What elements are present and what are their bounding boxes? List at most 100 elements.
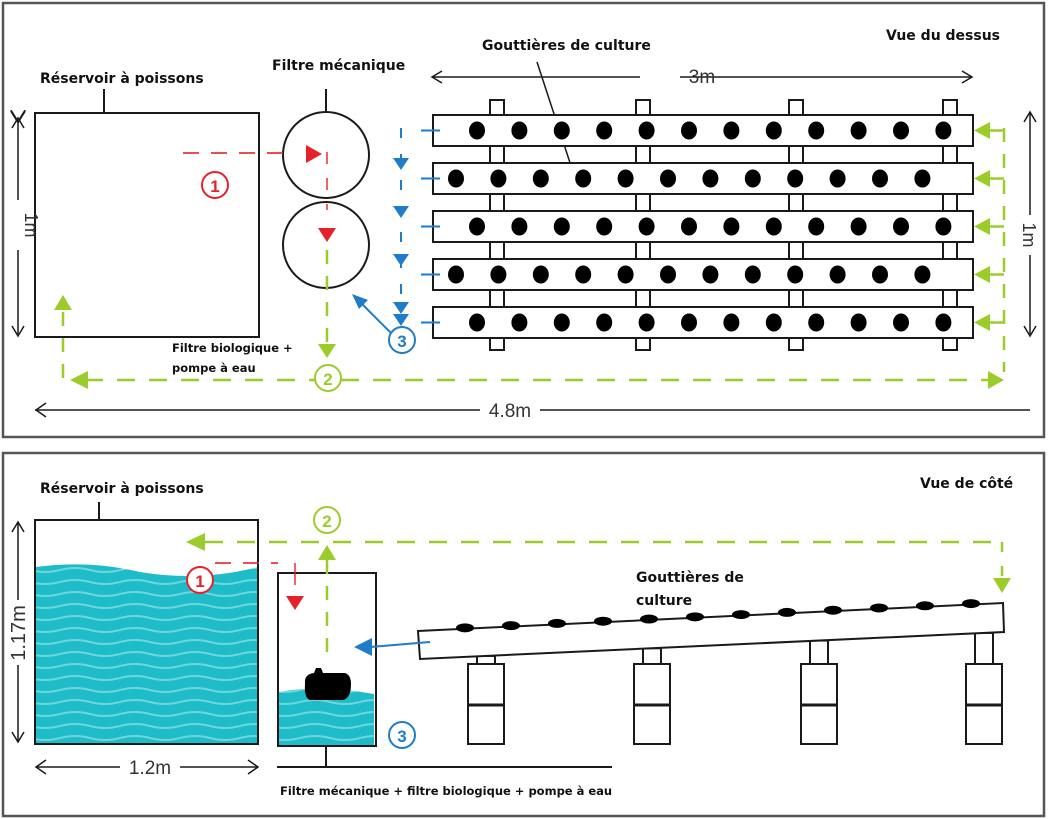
support-post [974, 631, 994, 666]
red-arrow-down-icon [286, 596, 304, 610]
side-blue-drain-line [369, 641, 431, 648]
green-arrow-left-icon [974, 170, 990, 187]
support-post [809, 639, 829, 666]
plant-hole [469, 217, 485, 236]
plant-hole [681, 121, 697, 140]
red-arrow-down-icon [318, 228, 336, 242]
plant-hole [681, 313, 697, 332]
top-view-title: Vue du dessus [886, 28, 1000, 44]
plant-hole [872, 169, 888, 188]
plant-hole [723, 217, 740, 236]
support-stand [633, 647, 671, 745]
gutter-row [421, 162, 1004, 195]
side-fish-tank-water [36, 564, 258, 744]
plant-hole [787, 169, 804, 188]
plant-hole [660, 265, 676, 284]
plant-hole [596, 217, 613, 236]
plant-hole [575, 265, 592, 284]
support-stand [965, 631, 1003, 745]
gutter-row [421, 306, 1004, 339]
plant-hole [456, 623, 474, 633]
side-filter-label: Filtre mécanique + filtre biologique + p… [280, 784, 612, 798]
plant-hole [660, 169, 676, 188]
side-dim-height-label: 1.17m [8, 605, 30, 661]
blue-arrow-left-icon [354, 638, 372, 656]
pump-icon [304, 668, 351, 700]
top-mech-filter-label: Filtre mécanique [272, 58, 405, 74]
plant-hole [744, 169, 761, 188]
plant-hole [553, 217, 570, 236]
side-dim-width-label: 1.2m [129, 758, 171, 779]
top-step-3-marker [388, 326, 416, 354]
plant-hole [553, 313, 570, 332]
gutter-row [421, 258, 1004, 291]
top-blue-arrows [393, 158, 409, 326]
top-step-2-label: 2 [323, 370, 332, 389]
plant-hole [448, 265, 464, 284]
dim-arrow-up-icon [11, 520, 25, 533]
green-arrow-left-icon [974, 122, 990, 139]
blue-arrow-down-icon [393, 158, 409, 170]
support-stand [467, 654, 505, 745]
plant-hole [511, 121, 528, 140]
gutter-row [421, 114, 1004, 147]
plant-hole [935, 121, 952, 140]
plant-hole [532, 265, 549, 284]
dim-arrow-up-icon [1023, 110, 1037, 123]
side-view-title: Vue de côté [920, 476, 1013, 492]
plant-hole [787, 265, 804, 284]
top-blue-leader [359, 301, 393, 335]
plant-hole [594, 616, 612, 626]
plant-hole [850, 313, 867, 332]
plant-hole [765, 121, 782, 140]
side-fish-tank-label: Réservoir à poissons [40, 481, 204, 497]
top-step-1-label: 1 [210, 177, 219, 196]
green-arrow-left-icon [974, 218, 990, 235]
top-fish-tank-label: Réservoir à poissons [40, 71, 204, 87]
plant-hole [829, 265, 846, 284]
plant-hole [808, 217, 825, 236]
plant-hole [829, 169, 846, 188]
top-dim-right-label: 1m [1019, 222, 1039, 247]
plant-hole [702, 169, 719, 188]
plant-hole [744, 265, 761, 284]
plant-hole [723, 313, 740, 332]
top-dim-left-label: 1m [21, 212, 41, 237]
plant-hole [502, 621, 520, 631]
plant-hole [914, 265, 931, 284]
top-bio-filter [282, 201, 370, 289]
dim-arrow-right-icon [961, 70, 974, 84]
top-dim-total-label: 4.8m [489, 401, 531, 422]
plant-hole [962, 599, 980, 609]
green-arrow-up-icon [318, 545, 336, 560]
plant-hole [681, 217, 697, 236]
side-step-3-marker [388, 721, 416, 749]
plant-hole [870, 603, 888, 613]
plant-hole [490, 265, 507, 284]
plant-hole [532, 169, 549, 188]
plant-hole [732, 610, 750, 620]
plant-hole [808, 121, 825, 140]
plant-hole [723, 121, 740, 140]
plant-hole [893, 313, 909, 332]
green-arrow-left-icon [70, 371, 88, 389]
top-step-3-label: 3 [397, 332, 406, 351]
plant-hole [686, 612, 704, 622]
plant-hole [935, 217, 952, 236]
side-gutters-label-1: Gouttières de [636, 570, 744, 586]
plant-hole [617, 265, 634, 284]
dim-arrow-left-icon [430, 70, 443, 84]
plant-hole [553, 121, 570, 140]
plant-hole [617, 169, 634, 188]
blue-arrow-down-icon [393, 314, 409, 326]
plant-hole [448, 169, 464, 188]
dim-arrow-down-icon [1023, 325, 1037, 338]
plant-hole [596, 313, 613, 332]
top-bio-filter-label-2: pompe à eau [172, 361, 256, 375]
side-filter-water [279, 688, 374, 745]
side-fish-tank [34, 519, 259, 745]
plant-hole [778, 607, 796, 617]
dim-arrow-right-icon [247, 759, 260, 775]
plant-hole [548, 618, 566, 628]
